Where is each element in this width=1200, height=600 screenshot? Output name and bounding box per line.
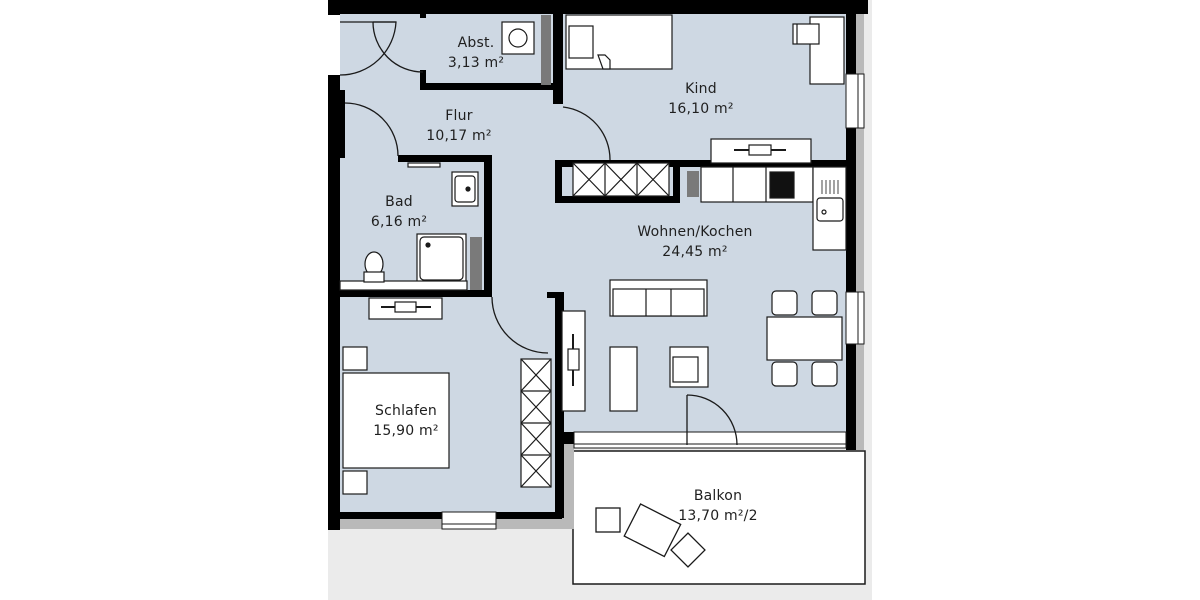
dining-chair-icon-2 [811, 290, 838, 316]
schlafen-bed-icon [342, 372, 450, 469]
dining-chair-icon [771, 290, 798, 316]
abst-door-icon [372, 21, 424, 73]
installation-shafts [470, 15, 699, 290]
window-wohnen [845, 291, 865, 345]
room-name: Kind [685, 81, 717, 97]
oven-icon [769, 171, 795, 199]
room-label-kind: Kind 16,10 m² [668, 79, 733, 119]
room-area: 24,45 m² [662, 244, 728, 260]
coffee-table-icon [609, 346, 638, 412]
kind-chair-icon [792, 23, 820, 45]
room-name: Schlafen [375, 403, 437, 419]
room-label-schlafen: Schlafen 15,90 m² [373, 401, 438, 441]
dining-chair-icon-3 [771, 361, 798, 387]
sink-icon [816, 197, 844, 222]
kind-door-icon [562, 106, 611, 161]
room-label-bad: Bad 6,16 m² [371, 192, 427, 232]
room-area: 16,10 m² [668, 101, 734, 117]
room-name: Flur [445, 108, 473, 124]
schlafen-door-icon [491, 296, 549, 354]
doors [339, 21, 738, 446]
room-name: Wohnen/Kochen [637, 224, 753, 240]
room-area: 10,17 m² [426, 128, 492, 144]
nightstand-icon [342, 346, 368, 371]
balcony-slab [572, 450, 866, 585]
entrance-opening [328, 15, 340, 75]
nightstand-icon-2 [342, 470, 368, 495]
furniture [339, 14, 847, 495]
room-area: 13,70 m²/2 [678, 508, 758, 524]
window-schlafen [441, 511, 497, 530]
room-name: Bad [385, 194, 413, 210]
dining-chair-icon-4 [811, 361, 838, 387]
balcony-chair-icon [595, 507, 621, 533]
room-area: 15,90 m² [373, 423, 439, 439]
insulation [328, 0, 864, 529]
room-area: 6,16 m² [370, 214, 428, 230]
room-area: 3,13 m² [447, 55, 505, 71]
balcony-table-icon [670, 532, 706, 568]
room-label-wohnen-kochen: Wohnen/Kochen 24,45 m² [637, 222, 752, 262]
bad-door-icon [344, 102, 399, 157]
windows [328, 15, 865, 530]
entrance-door-icon [339, 21, 397, 76]
balcony-furniture [595, 503, 706, 568]
window-kind [845, 73, 865, 129]
room-name: Abst. [457, 35, 495, 51]
balcony-door-sill [573, 431, 847, 449]
balcony-lounger-icon [623, 503, 682, 558]
dining-table-icon [766, 316, 843, 361]
balcony-door-icon [686, 394, 738, 446]
room-label-balkon: Balkon 13,70 m²/2 [678, 486, 757, 526]
room-label-flur: Flur 10,17 m² [426, 106, 491, 146]
bad-mirror-icon [407, 162, 441, 168]
kitchen-counter-icon [700, 166, 814, 203]
bad-bench [339, 280, 468, 291]
room-label-abst: Abst. 3,13 m² [448, 33, 504, 73]
room-name: Balkon [693, 488, 743, 504]
